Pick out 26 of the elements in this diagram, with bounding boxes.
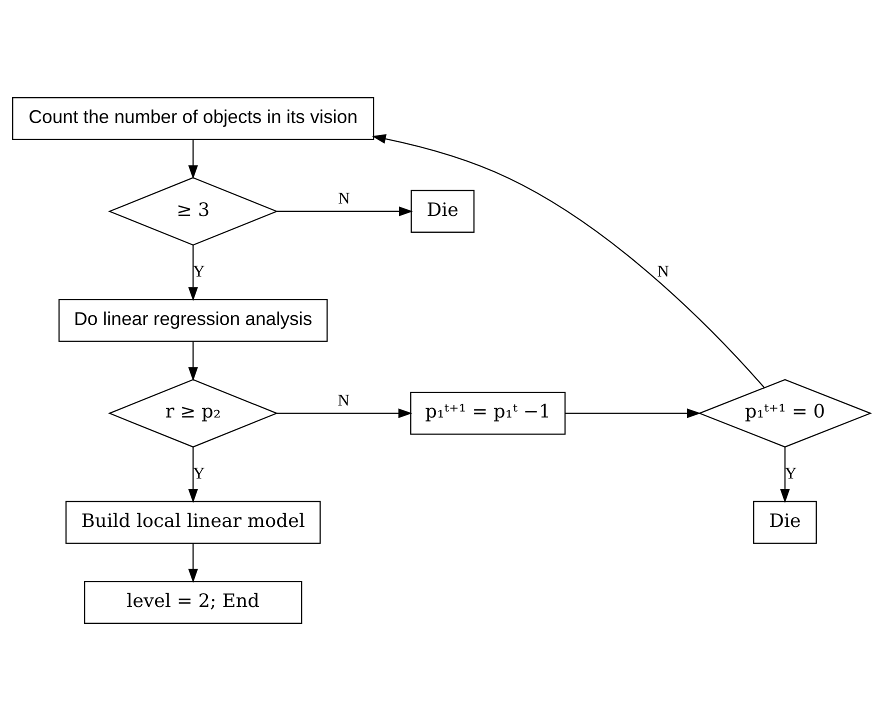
node-box: level = 2; End <box>84 581 302 624</box>
arrow <box>276 206 413 216</box>
node-box: Die <box>753 500 817 544</box>
node-diamond: ≥ 3 <box>108 177 278 246</box>
node-diamond: r ≥ p₂ <box>108 379 278 448</box>
arrow <box>188 447 198 503</box>
node-box: Do linear regression analysis <box>58 299 328 342</box>
arrow <box>188 342 198 382</box>
edge-label: N <box>338 189 350 208</box>
node-box: Die <box>410 190 475 233</box>
arrow <box>565 408 701 418</box>
arrow <box>188 544 198 583</box>
arrow <box>780 447 790 503</box>
edge-label: Y <box>193 262 205 281</box>
node-box: p₁ᵗ⁺¹ = p₁ᵗ −1 <box>410 392 566 435</box>
node-diamond: p₁ᵗ⁺¹ = 0 <box>698 379 872 448</box>
edge-label: N <box>657 262 669 281</box>
edge-label: Y <box>784 464 797 483</box>
arrow <box>188 245 198 302</box>
arrow <box>372 134 765 388</box>
edge-label: N <box>338 391 350 410</box>
arrow <box>188 140 198 180</box>
node-box: Count the number of objects in its vision <box>12 97 374 140</box>
arrow <box>276 408 412 418</box>
edge-label: Y <box>193 464 205 483</box>
node-box: Build local linear model <box>65 500 321 544</box>
